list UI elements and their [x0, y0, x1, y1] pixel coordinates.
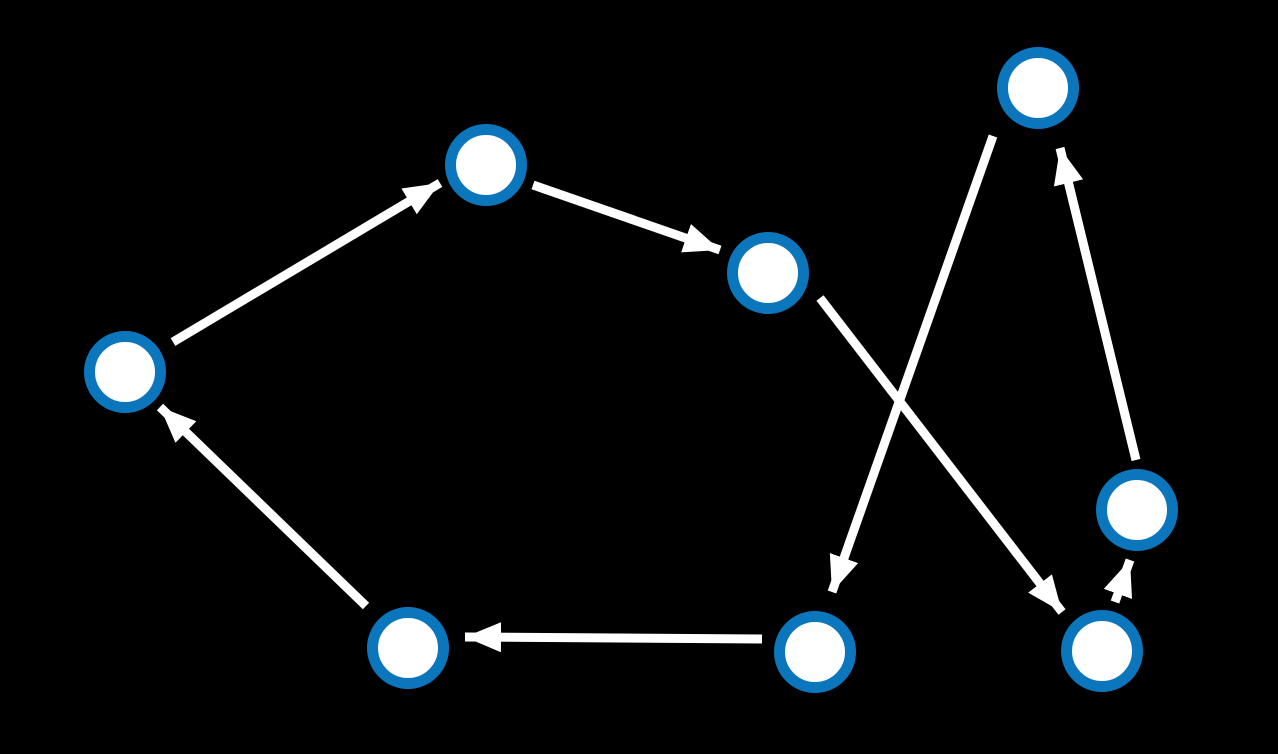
node-upper-middle: [445, 124, 527, 206]
edge-node-bottom-right-to-node-right-middle: [1103, 558, 1135, 604]
node-middle: [727, 232, 809, 314]
node-left: [84, 331, 166, 413]
edge-node-top-right-to-node-bottom-center: [827, 134, 998, 594]
edge-node-upper-middle-to-node-middle: [531, 180, 722, 255]
edge-node-middle-to-node-bottom-right: [816, 295, 1066, 615]
node-bottom-center: [774, 611, 856, 693]
node-top-right: [997, 47, 1079, 129]
node-right-middle: [1096, 469, 1178, 551]
edge-node-left-to-node-upper-middle: [170, 179, 443, 346]
node-bottom-left: [367, 607, 449, 689]
edge-node-bottom-left-to-node-left: [156, 403, 370, 610]
edge-node-right-middle-to-node-top-right: [1053, 146, 1141, 462]
node-bottom-right: [1061, 610, 1143, 692]
edge-node-bottom-center-to-node-bottom-left: [464, 622, 763, 653]
